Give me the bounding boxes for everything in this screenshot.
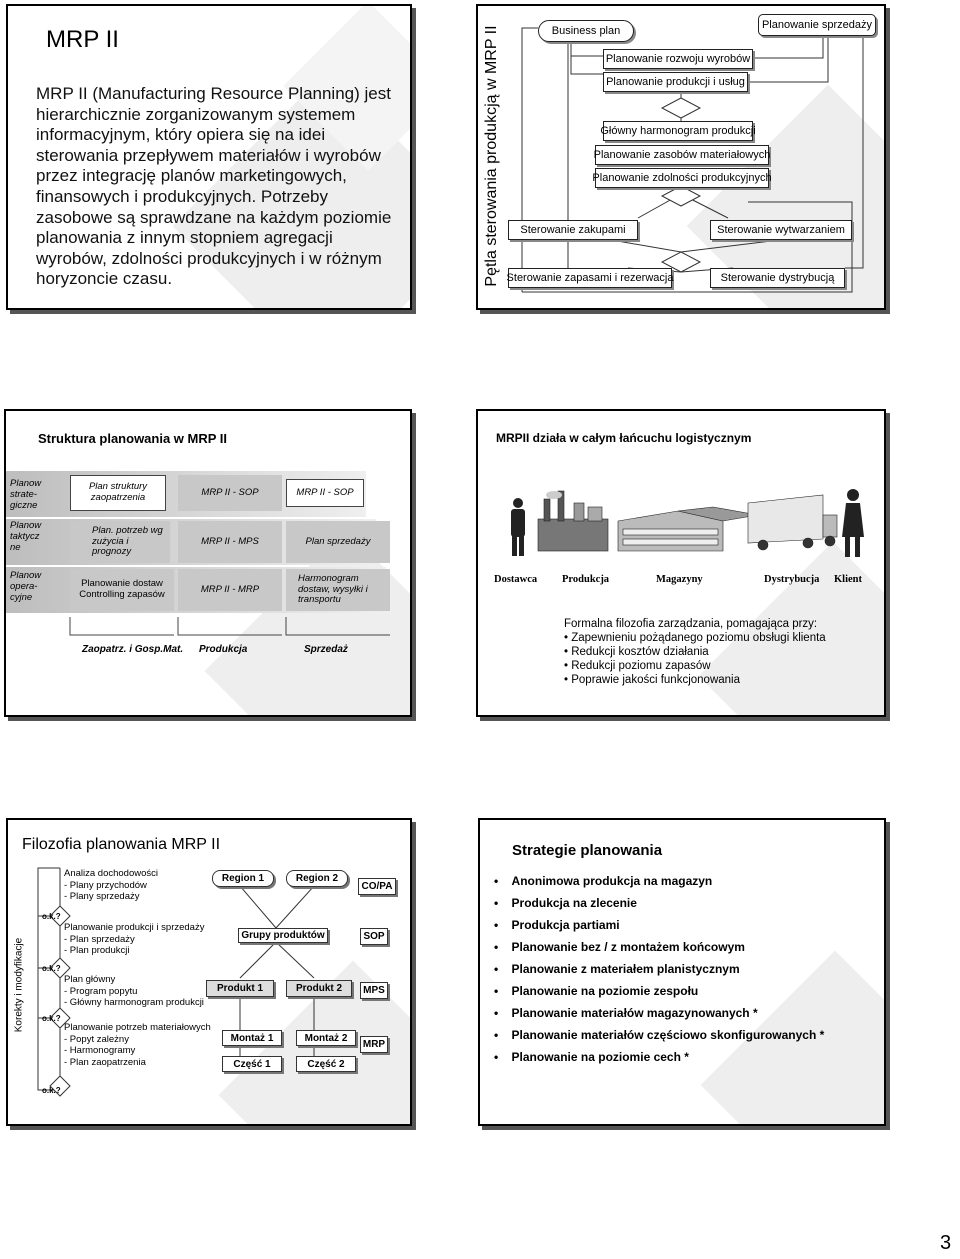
- slide-title: MRPII działa w całym łańcuchu logistyczn…: [496, 431, 752, 445]
- column-label-supply: Zaopatrz. i Gosp.Mat.: [82, 644, 184, 655]
- step-sales-production: Planowanie produkcji i sprzedaży - Plan …: [64, 922, 205, 956]
- tag-copa: CO/PA: [358, 878, 396, 895]
- list-item: • Planowanie z materiałem planistycznym: [494, 962, 740, 976]
- truck-icon: [747, 494, 838, 551]
- decision-diamond: [49, 957, 71, 979]
- production-services-box: Planowanie produkcji i usług: [603, 72, 748, 92]
- product-dev-box: Planowanie rozwoju wyrobów: [603, 49, 753, 69]
- cell-consumption-plan: Plan. potrzeb wg zużycia i prognozy: [70, 521, 170, 563]
- chain-label-client: Klient: [834, 574, 862, 585]
- region-1-box: Region 1: [212, 870, 274, 887]
- ok-label: o.k.?: [42, 1086, 61, 1095]
- control-loop-connectors: [521, 22, 864, 293]
- slide-title: Struktura planowania w MRP II: [38, 431, 228, 446]
- list-item: • Anonimowa produkcja na magazyn: [494, 874, 713, 888]
- slide-planning-philosophy: Filozofia planowania MRP II Korekty i mo…: [6, 818, 412, 1126]
- assembly-1-box: Montaż 1: [222, 1030, 282, 1046]
- cell-sales-plan: Plan sprzedaży: [286, 521, 390, 563]
- slide-title: MRP II: [46, 26, 119, 53]
- cell-mrp-sop-1: MRP II - SOP: [178, 475, 282, 511]
- list-item: • Planowanie na poziomie cech *: [494, 1050, 689, 1064]
- list-item: • Planowanie bez / z montażem końcowym: [494, 940, 745, 954]
- supplier-person-icon: [511, 498, 525, 556]
- chain-label-warehouses: Magazyny: [656, 574, 703, 585]
- slide-planning-structure: Struktura planowania w MRP II Planow str…: [4, 409, 412, 717]
- decision-diamond: [660, 97, 702, 119]
- tag-mrp: MRP: [360, 1036, 388, 1053]
- cell-supply-structure: Plan struktury zaopatrzenia: [70, 475, 166, 511]
- part-2-box: Część 2: [296, 1056, 356, 1072]
- list-item: • Redukcji kosztów działania: [564, 646, 709, 658]
- level-label-strategic: Planow strate-giczne: [10, 478, 42, 511]
- chain-label-production: Produkcja: [562, 574, 610, 585]
- column-label-production: Produkcja: [199, 644, 248, 655]
- philosophy-connectors: [37, 867, 315, 1097]
- ok-label: o.k.?: [42, 912, 61, 921]
- cell-mrp-sop-2: MRP II - SOP: [286, 479, 364, 507]
- list-item: • Redukcji poziomu zapasów: [564, 660, 711, 672]
- chain-label-supplier: Dostawca: [494, 574, 538, 585]
- list-item: • Zapewnieniu pożądanego poziomu obsługi…: [564, 632, 826, 644]
- purchasing-control-box: Sterowanie zakupami: [508, 220, 638, 240]
- level-label-tactical: Planow taktycz ne: [10, 520, 42, 553]
- decision-diamond: [660, 251, 702, 273]
- product-groups-box: Grupy produktów: [238, 928, 328, 943]
- list-item: • Produkcja na zlecenie: [494, 896, 637, 910]
- list-item: • Planowanie materiałów częściowo skonfi…: [494, 1028, 825, 1042]
- distribution-control-box: Sterowanie dystrybucją: [710, 268, 845, 288]
- slide-control-loop: Pętla sterowania produkcją w MRP II Busi…: [476, 4, 886, 310]
- column-brackets: [69, 617, 390, 636]
- product-2-box: Produkt 2: [286, 980, 352, 997]
- step-profitability: Analiza dochodowości - Plany przychodów …: [64, 868, 159, 902]
- page-number: 3: [940, 1232, 952, 1254]
- decision-diamond: [49, 1075, 71, 1097]
- tag-sop: SOP: [360, 928, 388, 945]
- list-item: • Planowanie materiałów magazynowanych *: [494, 1006, 758, 1020]
- tag-mps: MPS: [360, 982, 388, 999]
- client-person-icon: [842, 489, 864, 557]
- factory-icon: [537, 490, 609, 552]
- step-material-requirements: Planowanie potrzeb materiałowych - Popyt…: [64, 1022, 211, 1068]
- slide-planning-strategies: Strategie planowania • Anonimowa produkc…: [478, 818, 886, 1126]
- manufacturing-control-box: Sterowanie wytwarzaniem: [710, 220, 852, 240]
- philosophy-text: Formalna filozofia zarządzania, pomagają…: [564, 617, 826, 687]
- slide-logistics-chain: MRPII działa w całym łańcuchu logistyczn…: [476, 409, 886, 717]
- slide-mrp-ii-definition: MRP II MRP II (Manufacturing Resource Pl…: [6, 4, 412, 310]
- business-plan-box: Business plan: [538, 20, 634, 42]
- level-label-operational: Planow opera-cyjne: [10, 570, 42, 603]
- material-resource-box: Planowanie zasobów materiałowych: [594, 145, 770, 165]
- master-schedule-box: Główny harmonogram produkcji: [600, 121, 756, 141]
- list-item: • Planowanie na poziomie zespołu: [494, 984, 699, 998]
- sales-planning-box: Planowanie sprzedaży: [758, 14, 876, 36]
- logistics-chain-illustration: [511, 489, 864, 557]
- ok-label: o.k.?: [42, 964, 61, 973]
- ok-label: o.k.?: [42, 1014, 61, 1023]
- decision-diamond: [660, 185, 702, 207]
- cell-delivery-planning: Planowanie dostaw Controlling zapasów: [70, 569, 174, 611]
- cell-delivery-schedule: Harmonogram dostaw, wysyłki i transportu: [286, 569, 390, 611]
- slide-title: Strategie planowania: [512, 842, 663, 859]
- decision-diamond: [49, 905, 71, 927]
- chain-label-distribution: Dystrybucja: [764, 574, 820, 585]
- part-1-box: Część 1: [222, 1056, 282, 1072]
- product-1-box: Produkt 1: [206, 980, 274, 997]
- cell-mrp-mrp: MRP II - MRP: [178, 569, 282, 611]
- slide-title: Filozofia planowania MRP II: [22, 836, 221, 853]
- list-item: • Produkcja partiami: [494, 918, 620, 932]
- step-master-plan: Plan główny - Program popytu - Główny ha…: [64, 974, 204, 1008]
- inventory-control-box: Sterowanie zapasami i rezerwacja: [507, 268, 673, 288]
- capacity-planning-box: Planowanie zdolności produkcyjnych: [592, 168, 772, 188]
- decision-diamond: [49, 1007, 71, 1029]
- philosophy-intro: Formalna filozofia zarządzania, pomagają…: [564, 618, 818, 630]
- strategy-list: • Anonimowa produkcja na magazyn • Produ…: [494, 874, 884, 1072]
- cell-mrp-mps: MRP II - MPS: [178, 521, 282, 563]
- list-item: • Poprawie jakości funkcjonowania: [564, 674, 740, 686]
- column-label-sales: Sprzedaż: [304, 644, 348, 655]
- slide-body-text: MRP II (Manufacturing Resource Planning)…: [36, 84, 392, 289]
- warehouse-icon: [617, 506, 759, 552]
- assembly-2-box: Montaż 2: [296, 1030, 356, 1046]
- region-2-box: Region 2: [286, 870, 348, 887]
